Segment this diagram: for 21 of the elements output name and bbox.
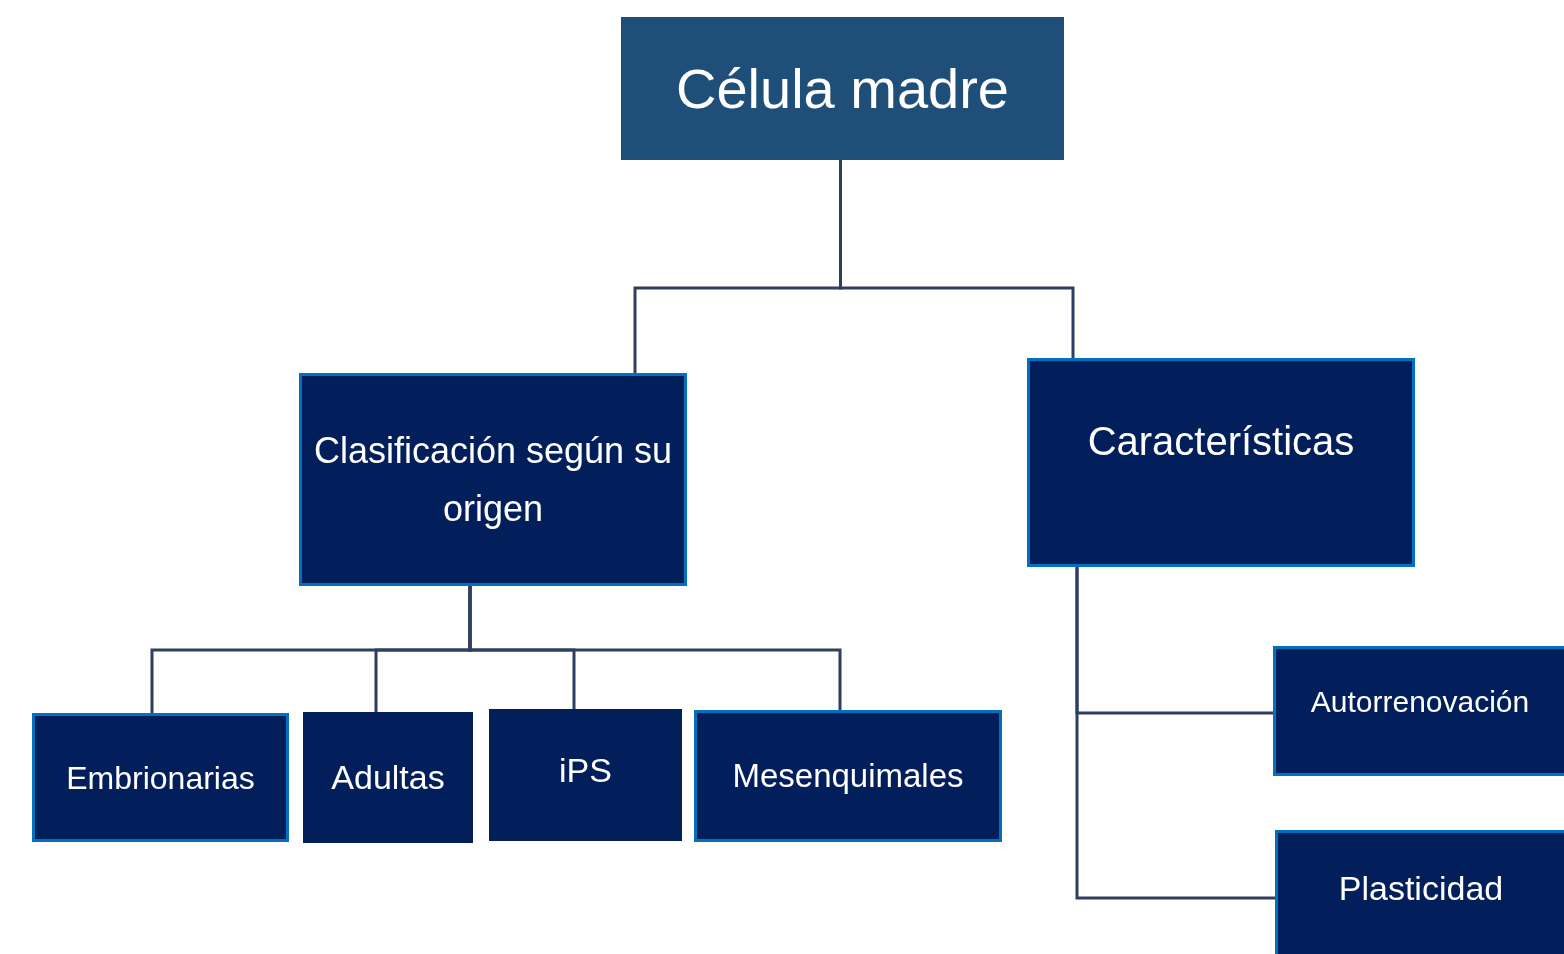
connector-line [468, 586, 842, 710]
box-label: Autorrenovación [1310, 684, 1530, 720]
box-label: Embrionarias [66, 758, 255, 798]
concept-box [1273, 646, 1564, 776]
box-label: Adultas [331, 757, 445, 798]
concept-box [32, 713, 289, 842]
box-label: Mesenquimales [732, 756, 964, 797]
concept-box [1275, 830, 1564, 954]
concept-box [1027, 358, 1415, 567]
box-label: Plasticidad [1338, 868, 1504, 909]
concept-box [303, 712, 473, 843]
concept-box [299, 373, 687, 586]
concept-box [489, 709, 682, 841]
box-label: iPS [559, 750, 612, 791]
box-label: Célula madre [675, 55, 1009, 122]
concept-box [621, 17, 1064, 160]
connector-line [1075, 567, 1275, 900]
box-label: Clasificación según su origen [312, 428, 674, 531]
connector-line [839, 160, 1075, 358]
box-label: Características [1087, 418, 1355, 465]
concept-box [694, 710, 1002, 842]
